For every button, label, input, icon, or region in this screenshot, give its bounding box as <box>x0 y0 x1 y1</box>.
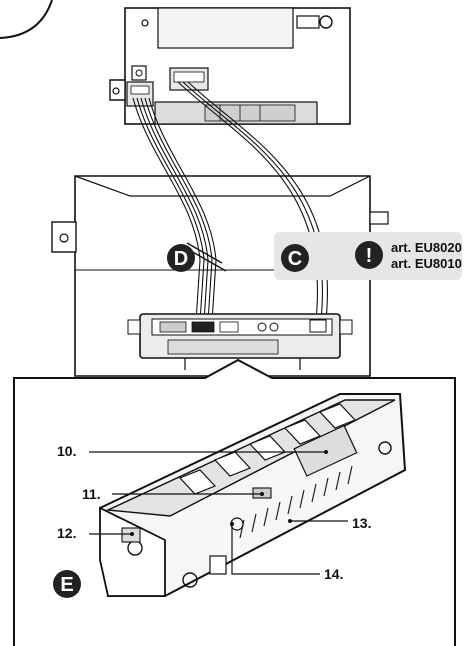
callout-13: 13. <box>288 515 371 531</box>
warning-line-1: art. EU8020 <box>391 240 462 255</box>
callout-14: 14. <box>230 522 343 582</box>
callout-10: 10. <box>57 443 328 459</box>
receiver-board <box>127 313 353 370</box>
corner-arc <box>0 0 53 39</box>
warning-line-2: art. EU8010 <box>391 256 462 271</box>
warning-box: C ! art. EU8020 art. EU8010 <box>274 232 462 280</box>
marker-e-label: E <box>60 574 73 596</box>
callout-11: 11. <box>82 486 264 502</box>
callout-12-label: 12. <box>57 525 76 541</box>
marker-d: D <box>167 244 195 272</box>
callout-13-label: 13. <box>352 515 371 531</box>
callout-11-label: 11. <box>82 486 101 502</box>
marker-d-label: D <box>174 248 188 270</box>
callout-14-label: 14. <box>324 566 343 582</box>
callout-10-label: 10. <box>57 443 76 459</box>
callout-12: 12. <box>57 525 134 541</box>
marker-e: E <box>53 570 81 598</box>
warning-icon: ! <box>366 245 373 267</box>
marker-c-label: C <box>288 248 302 270</box>
control-board <box>109 7 351 125</box>
receiver-module <box>98 393 407 597</box>
